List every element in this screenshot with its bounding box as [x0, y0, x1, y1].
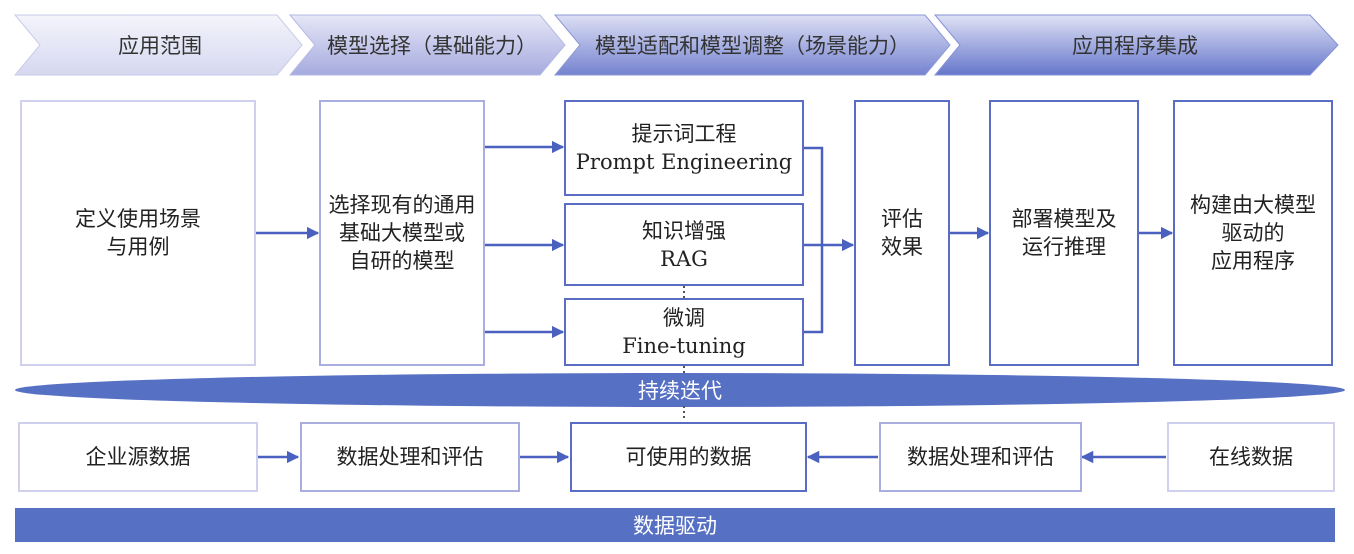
stage-chevron-1: [13, 14, 303, 76]
box-text: 可使用的数据: [625, 445, 752, 469]
stage-chevron-2: [288, 14, 566, 76]
box-text: 企业源数据: [85, 445, 191, 469]
box-text-line: 效果: [881, 235, 923, 259]
box-text-line: Prompt Engineering: [575, 150, 793, 174]
data-band-label: 数据驱动: [633, 514, 717, 538]
box-text-line: 选择现有的通用: [328, 193, 476, 217]
box-text-line: 知识增强: [642, 218, 726, 243]
box-build-app: 构建由大模型 驱动的 应用程序: [1173, 100, 1333, 366]
box-usable-data: 可使用的数据: [570, 422, 807, 492]
box-fine-tuning: 微调 Fine-tuning: [564, 298, 804, 366]
box-text-line: 评估: [881, 207, 923, 231]
box-text-line: 驱动的: [1221, 221, 1285, 245]
box-text-line: 自研的模型: [349, 249, 455, 273]
stage-label-model-adaptation: 模型适配和模型调整（场景能力）: [595, 34, 910, 58]
box-text: 数据处理和评估: [907, 445, 1054, 469]
stage-label-model-selection: 模型选择（基础能力）: [327, 34, 537, 58]
box-enterprise-data: 企业源数据: [18, 422, 258, 492]
box-rag: 知识增强 RAG: [564, 203, 804, 286]
stage-chevron-4: [933, 14, 1339, 76]
iteration-band-shape: [15, 373, 1345, 407]
connector-prompt-merge: [803, 146, 824, 334]
box-text-line: Fine-tuning: [622, 334, 746, 358]
stage-label-app-integration: 应用程序集成: [1072, 34, 1198, 58]
data-band-shape: [15, 508, 1335, 542]
box-text-line: 部署模型及: [1011, 207, 1117, 231]
box-text-line: RAG: [660, 246, 708, 271]
box-evaluate: 评估 效果: [854, 100, 950, 366]
box-text-line: 提示词工程: [631, 122, 737, 146]
stage-label-scope: 应用范围: [118, 34, 202, 58]
box-data-processing-left: 数据处理和评估: [300, 422, 520, 492]
box-select-model: 选择现有的通用 基础大模型或 自研的模型: [319, 100, 485, 366]
box-deploy: 部署模型及 运行推理: [989, 100, 1139, 366]
box-text-line: 构建由大模型: [1190, 193, 1316, 217]
stage-chevron-3: [553, 14, 951, 76]
box-text-line: 运行推理: [1022, 235, 1106, 259]
iteration-band-label: 持续迭代: [638, 379, 722, 403]
box-text: 数据处理和评估: [336, 445, 484, 469]
box-prompt-engineering: 提示词工程 Prompt Engineering: [564, 100, 804, 196]
box-text: 在线数据: [1209, 445, 1293, 469]
box-text-line: 基础大模型或: [339, 221, 465, 245]
box-text-line: 定义使用场景: [75, 207, 201, 231]
box-text-line: 与用例: [106, 235, 170, 259]
box-text-line: 微调: [663, 306, 705, 330]
box-online-data: 在线数据: [1167, 422, 1335, 492]
box-define-use-case: 定义使用场景 与用例: [20, 100, 256, 366]
box-text-line: 应用程序: [1211, 249, 1295, 273]
box-data-processing-right: 数据处理和评估: [879, 422, 1082, 492]
